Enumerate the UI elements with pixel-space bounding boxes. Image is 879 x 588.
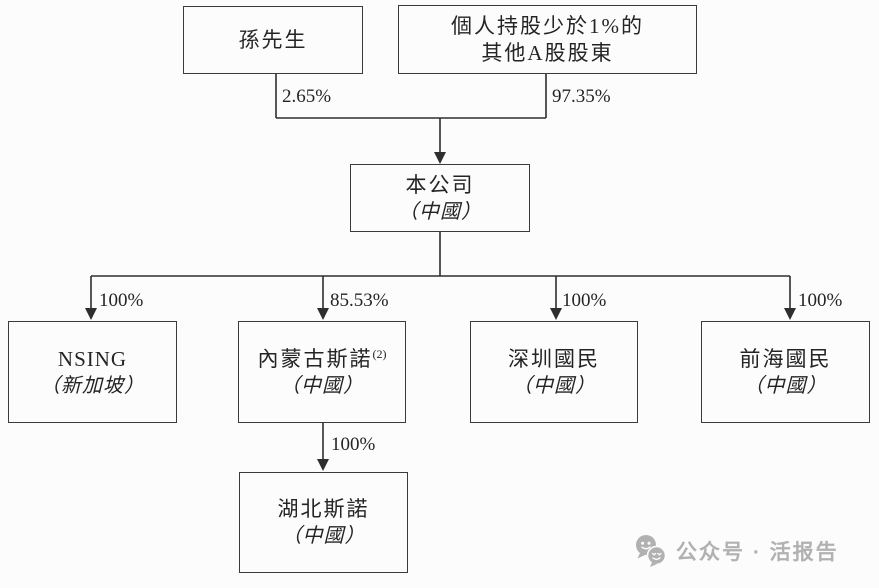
edge-label-company-to-shenzhen: 100%: [562, 290, 607, 311]
node-nsing: NSING （新加坡）: [8, 321, 177, 423]
node-other-a-share-holders-line1: 個人持股少於1%的: [451, 13, 644, 38]
node-nsing-label: NSING: [57, 346, 128, 371]
node-company-label: 本公司: [405, 172, 475, 197]
node-inner-mongolia-snow: 內蒙古斯諾(2) （中國）: [238, 321, 406, 423]
node-shenzhen-guomin-label: 深圳國民: [508, 346, 600, 371]
node-hubei-snow: 湖北斯諾 （中國）: [239, 472, 408, 573]
watermark-text: 公众号 · 活报告: [676, 541, 839, 564]
edge-label-company-to-nsing: 100%: [99, 290, 144, 311]
node-mr-sun: 孫先生: [183, 6, 363, 74]
footnote-marker: (2): [372, 346, 387, 361]
node-company-region: （中國）: [398, 200, 482, 223]
node-qianhai-guomin-region: （中國）: [743, 374, 828, 397]
node-nsing-region: （新加坡）: [40, 374, 145, 397]
arrowheads: [85, 152, 796, 471]
edge-label-company-to-inner-mongolia: 85.53%: [330, 290, 389, 311]
node-mr-sun-label: 孫先生: [238, 27, 308, 52]
edge-label-ashare-to-company: 97.35%: [552, 86, 611, 107]
watermark: 公众号 · 活报告: [634, 534, 839, 568]
node-company: 本公司 （中國）: [350, 164, 530, 232]
edge-label-inner-mongolia-to-hubei: 100%: [331, 434, 376, 455]
node-hubei-snow-label: 湖北斯諾: [277, 497, 370, 521]
node-shenzhen-guomin-region: （中國）: [512, 374, 596, 397]
wechat-icon: [636, 535, 667, 567]
node-qianhai-guomin: 前海國民 （中國）: [701, 321, 870, 423]
node-shenzhen-guomin: 深圳國民 （中國）: [470, 321, 638, 423]
node-hubei-snow-region: （中國）: [281, 525, 366, 547]
node-inner-mongolia-snow-label: 內蒙古斯諾(2): [258, 346, 387, 373]
node-other-a-share-holders-line2: 其他A股股東: [481, 40, 614, 65]
node-qianhai-guomin-label: 前海國民: [739, 346, 832, 371]
node-other-a-share-holders: 個人持股少於1%的 其他A股股東: [398, 5, 697, 74]
edge-label-company-to-qianhai: 100%: [798, 290, 843, 311]
node-inner-mongolia-snow-name: 內蒙古斯諾: [257, 346, 373, 371]
edge-label-sun-to-company: 2.65%: [282, 86, 332, 107]
node-inner-mongolia-snow-region: （中國）: [280, 374, 364, 397]
